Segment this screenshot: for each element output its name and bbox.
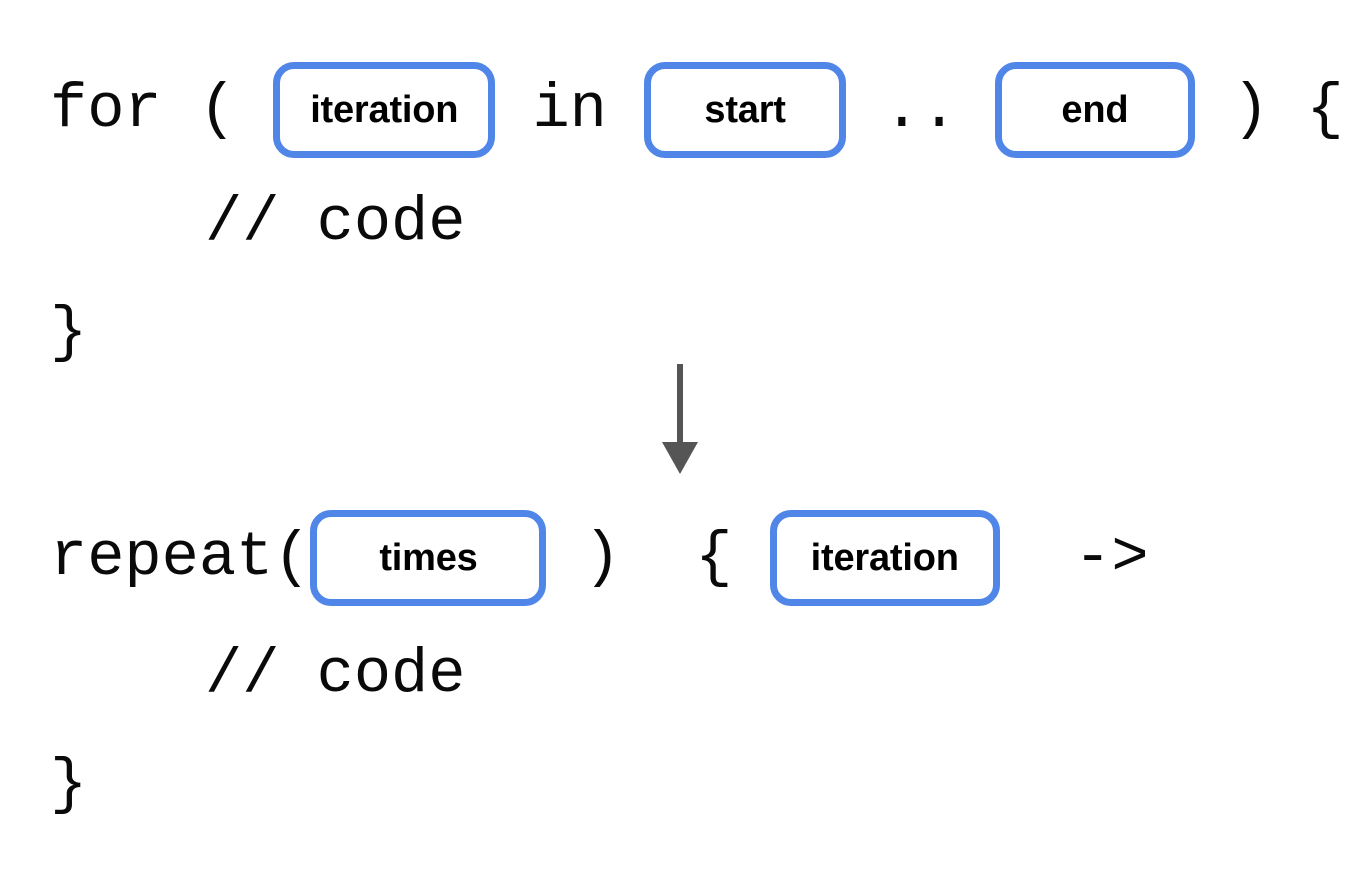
closing-brace: }: [50, 297, 88, 368]
close-paren: ): [1194, 74, 1307, 145]
placeholder-times[interactable]: times: [310, 510, 547, 606]
lambda-open-brace: {: [658, 522, 770, 593]
placeholder-start[interactable]: start: [644, 62, 847, 158]
open-brace: {: [1306, 74, 1344, 145]
transform-arrow: [655, 358, 705, 478]
function-repeat: repeat(: [50, 522, 311, 593]
down-arrow-icon: [662, 364, 698, 474]
placeholder-iteration-lambda[interactable]: iteration: [769, 510, 1000, 606]
keyword-for: for: [50, 74, 199, 145]
closing-brace: }: [50, 749, 88, 820]
range-operator: ..: [846, 74, 995, 145]
placeholder-iteration[interactable]: iteration: [273, 62, 496, 158]
lambda-arrow: ->: [999, 522, 1149, 593]
code-line-repeat-body-comment: // code: [205, 637, 465, 713]
comment-text: // code: [205, 639, 466, 710]
keyword-in: in: [495, 74, 645, 145]
code-line-repeat-closing-brace: }: [50, 747, 87, 823]
comment-text: // code: [205, 187, 466, 258]
placeholder-end[interactable]: end: [994, 62, 1195, 158]
open-paren: (: [198, 74, 274, 145]
code-line-repeat-signature: repeat( times ) { iteration ->: [50, 508, 1149, 608]
code-line-for-closing-brace: }: [50, 295, 87, 371]
close-paren: ): [546, 522, 659, 593]
code-line-for-body-comment: // code: [205, 185, 465, 261]
code-line-for-signature: for ( iteration in start .. end ) {: [50, 60, 1344, 160]
